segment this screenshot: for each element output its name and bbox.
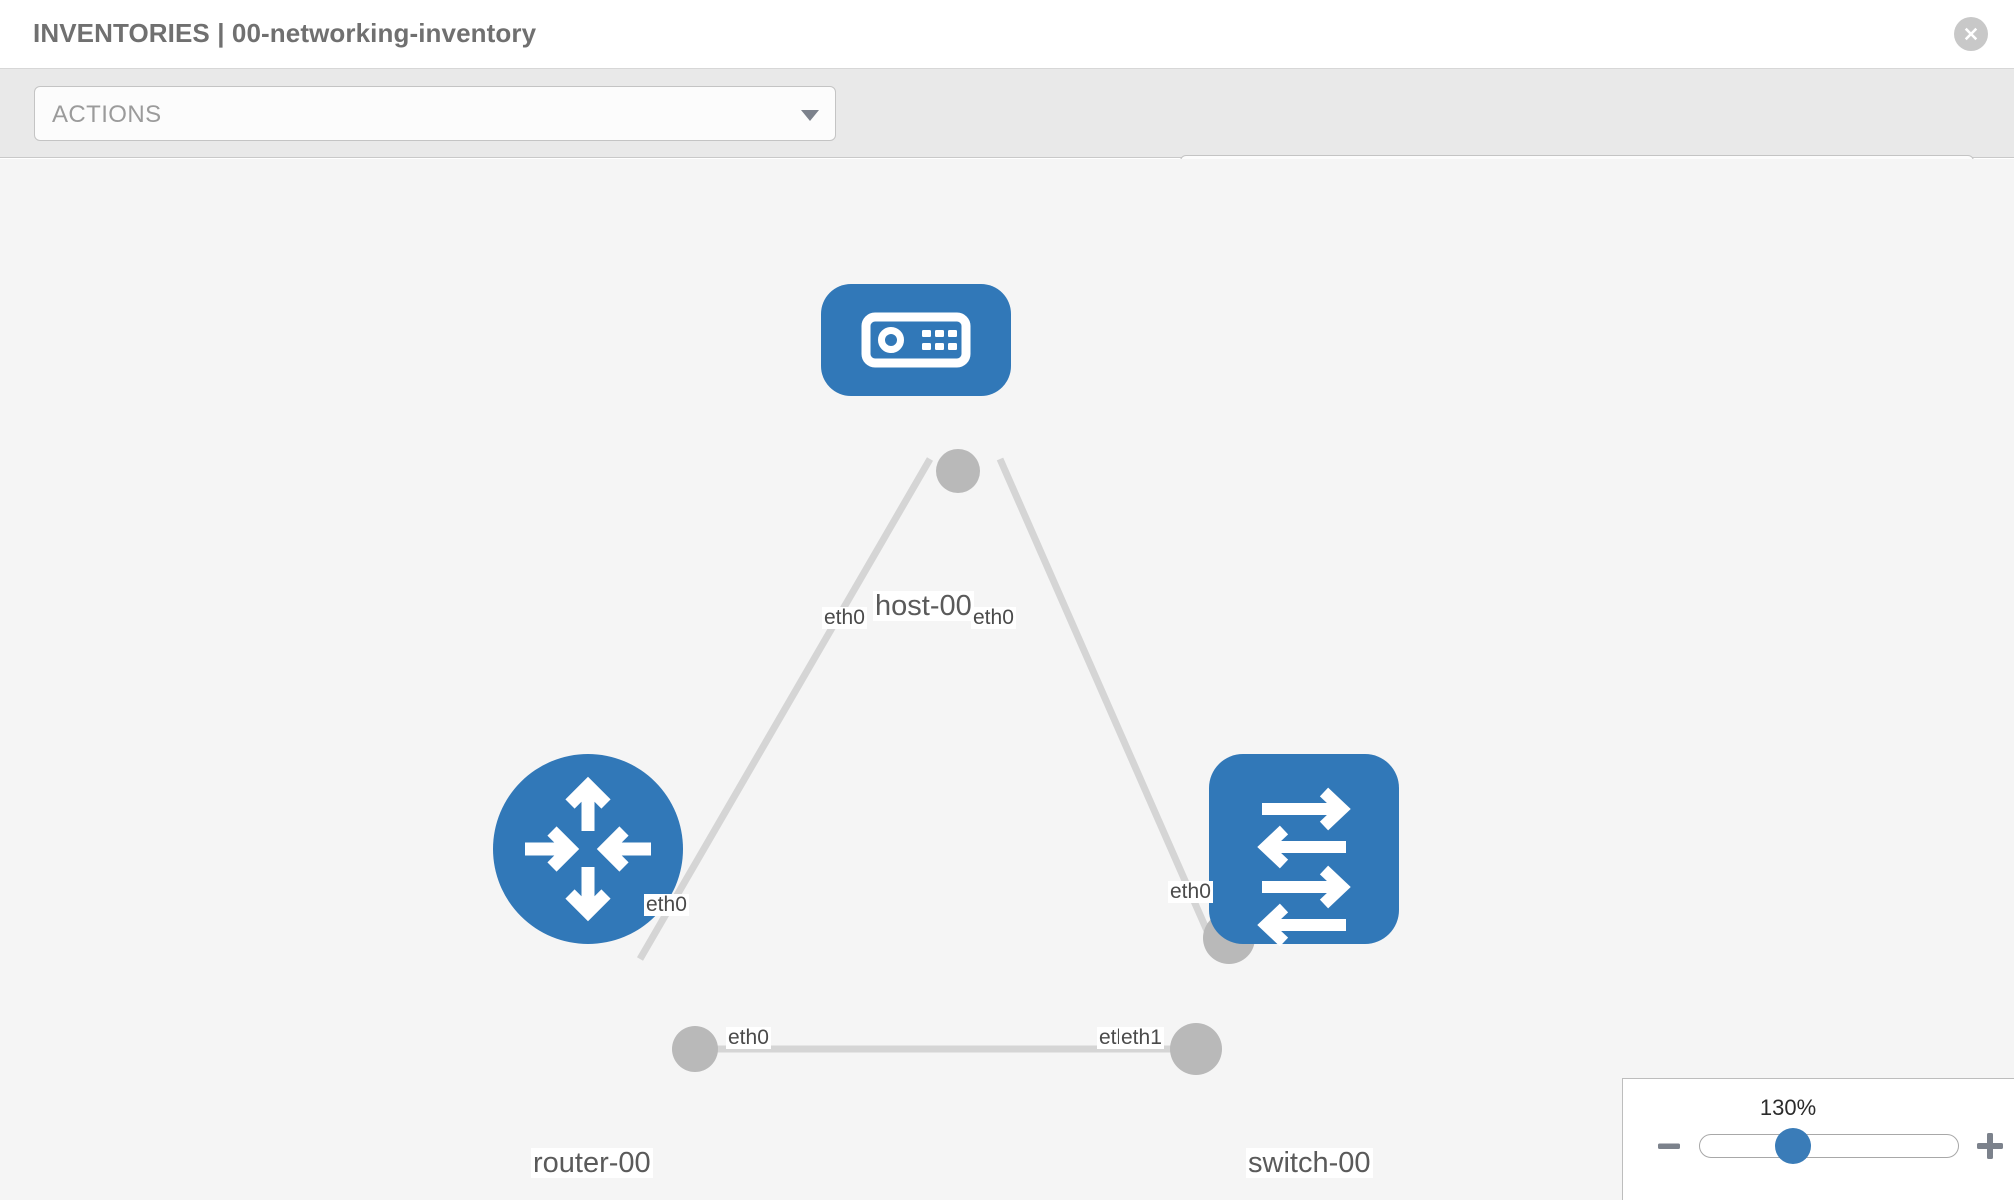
link-host-switch — [996, 457, 1219, 951]
window-header: INVENTORIES | 00-networking-inventory — [0, 0, 2014, 69]
minus-icon[interactable] — [1654, 1131, 1684, 1161]
interface-label: eth0 — [822, 606, 867, 630]
zoom-slider-thumb[interactable] — [1775, 1128, 1811, 1164]
zoom-level-label: 130% — [1759, 1095, 1817, 1120]
node-label-switch: switch-00 — [1246, 1147, 1373, 1179]
router-arrows-icon — [525, 776, 651, 922]
node-label-host: host-00 — [873, 590, 974, 622]
topology-graph — [493, 284, 1399, 1075]
switch-arrows-icon — [1257, 787, 1351, 947]
interface-label: eth0 — [1168, 880, 1213, 904]
interface-label: eth0 — [971, 606, 1016, 630]
node-router-00 — [493, 754, 683, 944]
actions-dropdown-label: ACTIONS — [52, 101, 162, 128]
interface-label: eth1 — [1119, 1026, 1164, 1050]
node-switch-00 — [1209, 754, 1399, 947]
chevron-down-icon — [801, 109, 819, 121]
plus-icon[interactable] — [1973, 1129, 2007, 1163]
link-host-router — [636, 457, 934, 961]
topology-canvas[interactable]: host-00 router-00 switch-00 eth0 eth0 et… — [0, 159, 2014, 1200]
page-title: INVENTORIES | 00-networking-inventory — [33, 18, 537, 48]
endpoint-switch-left — [1170, 1023, 1222, 1075]
link-group — [636, 457, 1219, 1053]
interface-label: eth0 — [726, 1026, 771, 1050]
close-icon[interactable] — [1954, 17, 1988, 51]
server-device-icon — [861, 312, 971, 368]
node-host-00 — [821, 284, 1011, 396]
toolbar: ACTIONS SEARCH — [0, 69, 2014, 210]
interface-label: eth0 — [644, 893, 689, 917]
endpoint-group — [672, 449, 1255, 1075]
endpoint-router-right — [672, 1026, 718, 1072]
actions-dropdown[interactable]: ACTIONS — [34, 86, 836, 141]
zoom-control-panel: 130% — [1622, 1078, 2014, 1200]
zoom-slider-track[interactable] — [1699, 1134, 1959, 1158]
node-label-router: router-00 — [531, 1147, 653, 1179]
endpoint-host-right — [936, 449, 980, 493]
